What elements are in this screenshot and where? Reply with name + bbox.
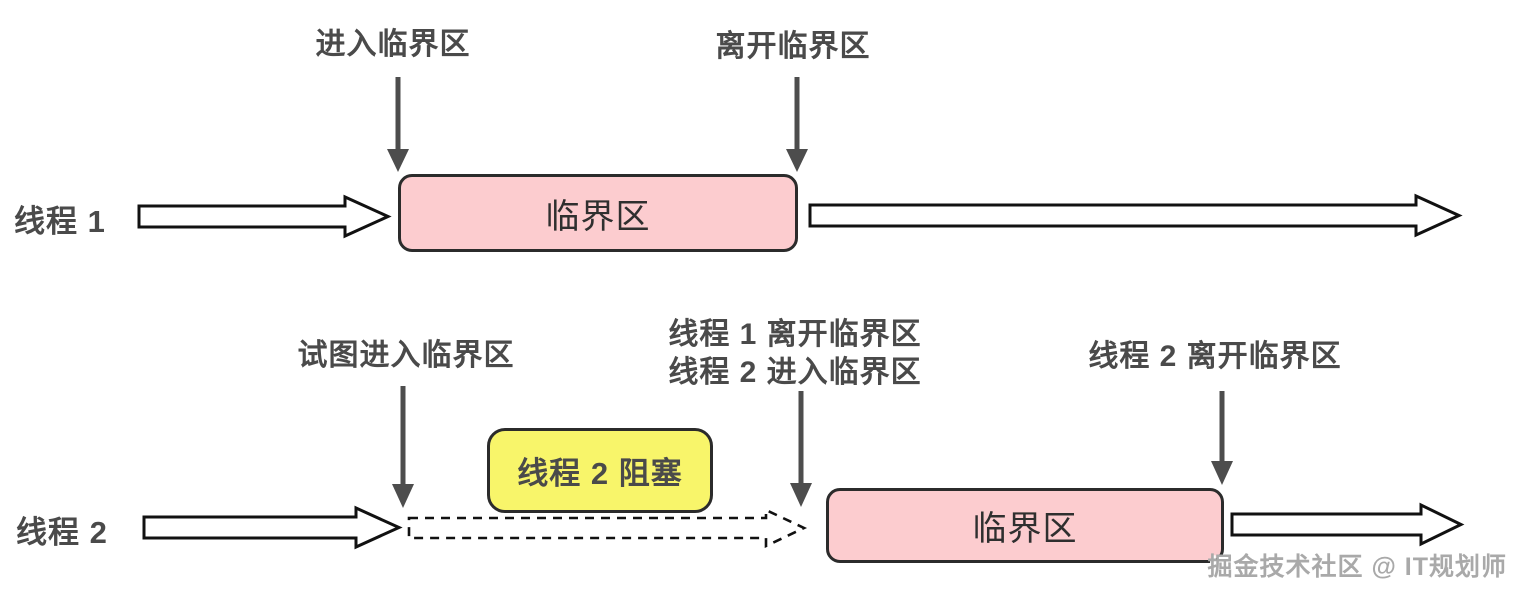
thread2-blocked-box: 线程 2 阻塞: [487, 428, 713, 513]
thread-switch-label-line2: 线程 2 进入临界区: [668, 356, 922, 389]
critical-section-label-thread2: 临界区: [972, 510, 1078, 548]
attempt-enter-down-arrow-icon: [392, 386, 414, 508]
thread2-exit-arrow-icon: [1230, 502, 1465, 547]
watermark-text: 掘金技术社区 @ IT规划师: [1207, 553, 1507, 581]
thread2-leave-down-arrow-icon: [1211, 391, 1233, 485]
thread2-name-label: 线程 2: [16, 515, 108, 550]
thread1-exit-arrow-icon: [808, 193, 1463, 238]
thread2-leave-cs-label: 线程 2 离开临界区: [1088, 340, 1342, 373]
critical-section-box-thread1: 临界区: [398, 174, 798, 252]
thread-switch-label: 线程 1 离开临界区 线程 2 进入临界区: [668, 316, 921, 392]
thread1-name-label: 线程 1: [14, 204, 106, 239]
thread1-flow-arrow-icon: [137, 194, 392, 239]
thread2-blocked-label: 线程 2 阻塞: [517, 456, 683, 491]
switch-down-arrow-icon: [790, 391, 812, 507]
leave-cs-down-arrow-icon: [786, 77, 808, 172]
leave-cs-label: 离开临界区: [715, 30, 871, 63]
critical-section-box-thread2: 临界区: [826, 488, 1224, 563]
enter-cs-down-arrow-icon: [387, 77, 409, 172]
attempt-enter-cs-label: 试图进入临界区: [297, 339, 515, 372]
thread2-flow-arrow-icon: [142, 505, 403, 550]
thread-switch-label-line1: 线程 1 离开临界区: [668, 318, 922, 351]
enter-cs-label: 进入临界区: [315, 28, 471, 61]
critical-section-label-thread1: 临界区: [545, 197, 651, 236]
thread2-blocked-dashed-arrow-icon: [407, 507, 808, 549]
